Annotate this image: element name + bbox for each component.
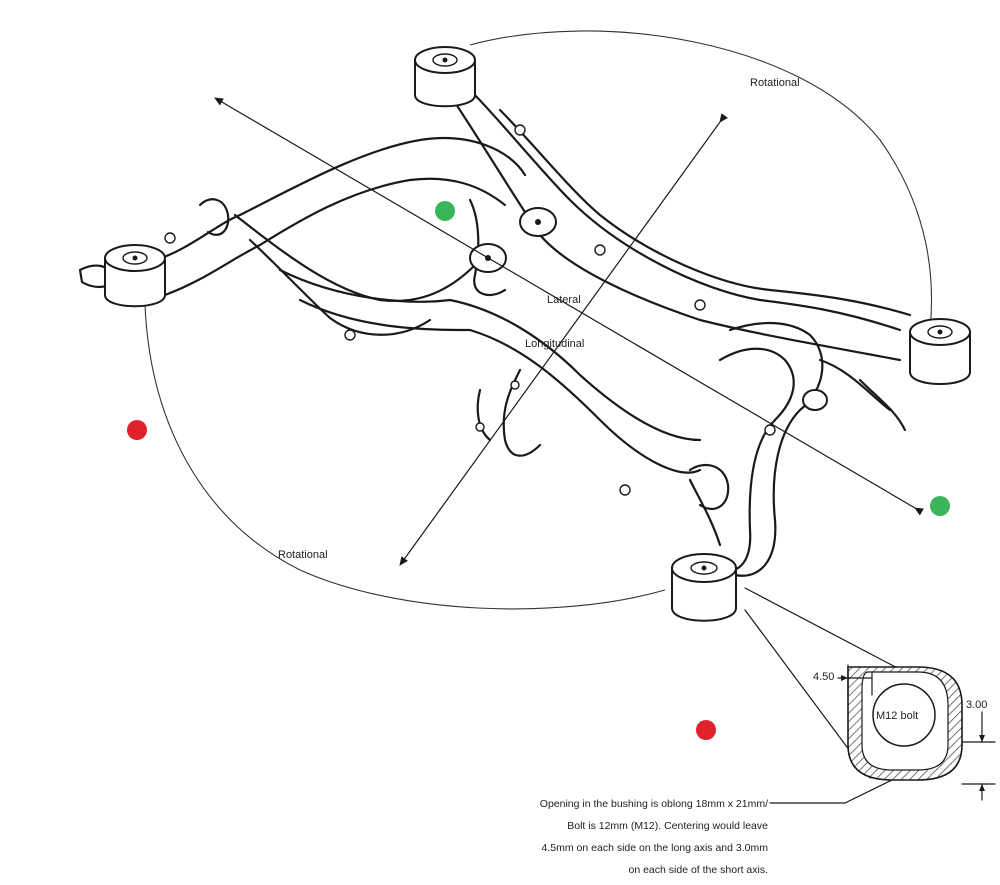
green-marker-1	[435, 201, 455, 221]
bushing-front-right	[414, 46, 476, 108]
svg-text:Bolt is 12mm (M12). Centering: Bolt is 12mm (M12). Centering would leav…	[567, 820, 768, 832]
svg-text:on each side of the short axis: on each side of the short axis.	[629, 864, 769, 876]
detail-leader-upper	[744, 587, 906, 673]
m12-bolt-circle	[872, 683, 936, 747]
note-leader	[769, 779, 893, 804]
rotational-label-bottom: Rotational	[278, 549, 328, 561]
rotational-arc-top	[469, 30, 933, 331]
svg-text:4.5mm on each side on the long: 4.5mm on each side on the long axis and …	[542, 842, 769, 854]
dimension-short-axis: 3.00	[966, 699, 987, 711]
subframe-structure	[78, 88, 912, 577]
bushing-rear-right	[909, 318, 971, 385]
bushing-rear-left	[671, 553, 737, 622]
bushing-opening-detail: M12 bolt 4.50 3.00	[813, 664, 996, 801]
rotational-arc-bottom	[144, 304, 666, 610]
longitudinal-label: Longitudinal	[525, 338, 584, 350]
green-marker-2	[930, 496, 950, 516]
svg-text:Opening in the bushing is oblo: Opening in the bushing is oblong 18mm x …	[540, 798, 768, 810]
bushing-front-left	[104, 244, 166, 308]
red-marker-1	[127, 420, 147, 440]
lateral-label: Lateral	[547, 294, 581, 306]
longitudinal-axis-arrow	[399, 113, 728, 566]
dimension-long-axis: 4.50	[813, 671, 834, 683]
red-marker-2	[696, 720, 716, 740]
m12-bolt-label: M12 bolt	[876, 710, 918, 722]
rotational-label-top: Rotational	[750, 77, 800, 89]
center-bushings	[469, 207, 828, 411]
bushing-note: Opening in the bushing is oblong 18mm x …	[540, 798, 768, 876]
